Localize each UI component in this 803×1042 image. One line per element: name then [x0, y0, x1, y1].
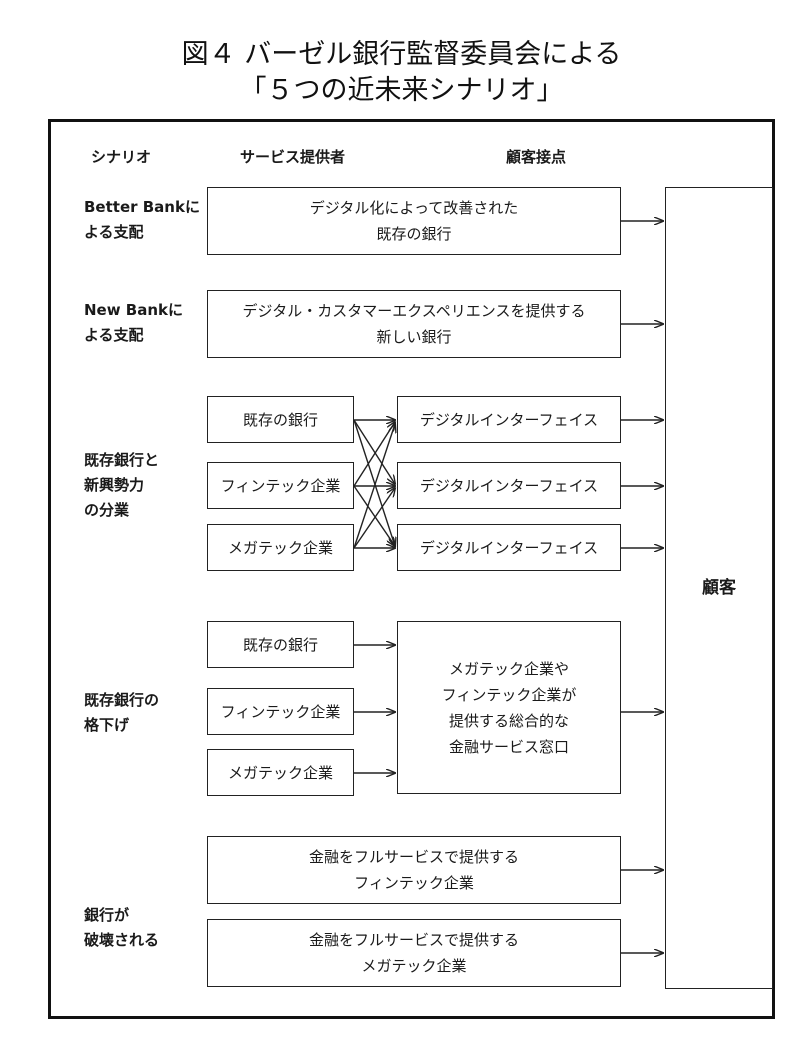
box-aggregator-platform: メガテック企業や フィンテック企業が 提供する総合的な 金融サービス窓口 [397, 621, 621, 794]
diagram-title-line-1: 図４ バーゼル銀行監督委員会による [181, 39, 622, 70]
box-bigtech-1: メガテック企業 [207, 524, 354, 571]
box-bigtech-2: メガテック企業 [207, 749, 354, 796]
scenario-relegated-bank: 既存銀行の 格下げ [84, 691, 160, 734]
box-incumbent-bank-1: 既存の銀行 [207, 396, 354, 443]
diagram-frame [48, 119, 775, 1019]
scenario-new-bank: New Bankに よる支配 [84, 301, 184, 344]
box-full-service-fintech: 金融をフルサービスで提供する フィンテック企業 [207, 836, 621, 904]
box-digital-interface-1: デジタルインターフェイス [397, 396, 621, 443]
box-customer: 顧客 [665, 187, 773, 989]
box-better-bank: デジタル化によって改善された 既存の銀行 [207, 187, 621, 255]
box-fintech-1: フィンテック企業 [207, 462, 354, 509]
arrow-bigtech-to-interface-2 [353, 488, 395, 549]
scenario-disintermediated-bank: 銀行が 破壊される [84, 906, 160, 949]
box-digital-interface-2: デジタルインターフェイス [397, 462, 621, 509]
box-fintech-2: フィンテック企業 [207, 688, 354, 735]
box-new-bank: デジタル・カスタマーエクスペリエンスを提供する 新しい銀行 [207, 290, 621, 358]
arrow-incumbent-to-interface-3 [353, 419, 395, 546]
diagram-title-line-2: 「５つの近未来シナリオ」 [239, 75, 564, 106]
arrow-fintech-to-interface-3 [353, 485, 395, 546]
box-full-service-bigtech: 金融をフルサービスで提供する メガテック企業 [207, 919, 621, 987]
header-service-provider: サービス提供者 [240, 148, 346, 166]
arrow-bigtech-to-interface-1 [353, 424, 395, 549]
box-digital-interface-3: デジタルインターフェイス [397, 524, 621, 571]
arrow-incumbent-to-interface-2 [353, 419, 395, 484]
scenario-better-bank: Better Bankに よる支配 [84, 198, 200, 241]
box-incumbent-bank-2: 既存の銀行 [207, 621, 354, 668]
arrow-fintech-to-interface-1 [353, 422, 395, 487]
header-customer-contact: 顧客接点 [506, 148, 567, 166]
scenario-distributed-bank: 既存銀行と 新興勢力 の分業 [84, 451, 160, 519]
header-scenario: シナリオ [91, 148, 152, 166]
